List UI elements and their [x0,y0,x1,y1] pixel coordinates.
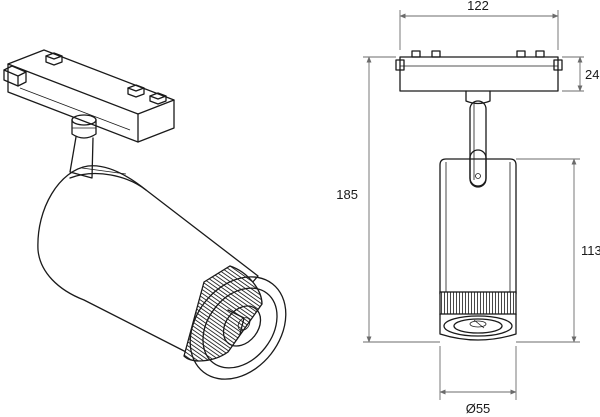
front-track-adapter [395,50,563,92]
dim-width-label: 122 [467,0,489,13]
iso-track-adapter [3,49,175,143]
dim-total-height-label: 185 [336,187,358,202]
dimension-labels: 122 24 185 113 Ø55 [336,0,600,416]
dim-body-height-label: 113 [581,243,600,258]
iso-front-face [189,276,287,380]
iso-body [37,165,259,355]
front-view [395,50,563,341]
iso-knurled-ring [183,265,263,362]
dim-top-height-label: 24 [585,67,599,82]
dim-diameter-label: Ø55 [466,401,491,416]
front-knurled-ring [439,291,517,315]
dimension-lines [363,10,584,400]
front-lens [439,313,517,341]
front-body [439,149,517,295]
front-stem [465,90,491,188]
isometric-view [3,49,287,380]
